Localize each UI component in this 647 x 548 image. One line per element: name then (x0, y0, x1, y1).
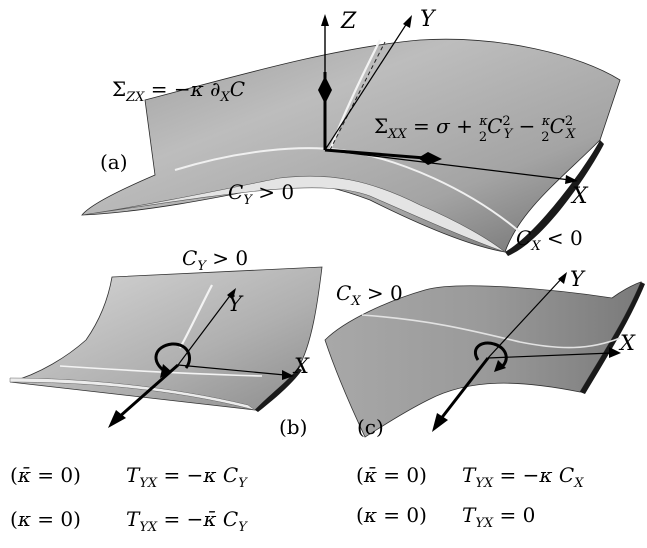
cylinder-surface-c (324, 281, 642, 438)
equation-b-kappa-zero: (κ = 0)TYX = −κ̄ CY (10, 507, 248, 535)
y-axis-arrow-a (403, 15, 412, 28)
z-axis-arrow-a (321, 14, 329, 26)
x-axis-arrow-b (282, 370, 294, 380)
curvature-label-b: CY > 0 (182, 246, 248, 274)
cylinder-surface-b (9, 266, 323, 411)
torque-arrow-b (108, 410, 126, 428)
x-axis-label-b: X (292, 354, 310, 378)
y-axis-arrow-c (558, 272, 567, 284)
torque-loop-arrow-b (160, 364, 172, 378)
panel-b: Y X (b) CY > 0 (9, 246, 323, 439)
torque-vector-c (438, 357, 490, 421)
x-axis-line-c (487, 352, 613, 359)
x-axis-arrow-a (565, 175, 578, 184)
y-axis-arrow-b (227, 288, 236, 300)
cylinder-underside-b (9, 377, 256, 411)
x-axis-label-c: X (618, 331, 636, 355)
curvature-x-label-a: CX < 0 (516, 226, 583, 254)
tangent-dashed-a (329, 41, 386, 151)
torque-loop-c (473, 341, 508, 370)
sigma-zx-equation: ΣZX = −κ ∂XC (112, 77, 245, 105)
panel-label-a: (a) (100, 150, 128, 174)
y-axis-label-b: Y (228, 292, 244, 316)
x-line-b (59, 365, 263, 377)
sigma-zx-diamond (318, 76, 332, 104)
x-axis-line-b (177, 364, 286, 376)
z-axis-label-a: Z (340, 9, 357, 34)
torque-loop-b (154, 342, 191, 374)
curvature-label-c: CX > 0 (336, 281, 403, 309)
panel-c: Y X (c) CX > 0 (324, 267, 645, 439)
sigma-xx-vector (324, 148, 426, 160)
saddle-surface-a (81, 38, 621, 253)
y-axis-line-a (324, 19, 410, 151)
x-axis-arrow-c (609, 347, 621, 358)
x-axis-line-a (324, 149, 571, 181)
equation-c-kbar-zero: (κ̄ = 0)TYX = −κ CX (356, 463, 584, 491)
panel-label-c: (c) (357, 415, 384, 439)
curvature-y-label-a: CY > 0 (228, 180, 294, 208)
y-axis-line-c (487, 276, 564, 359)
torque-arrow-c (432, 413, 448, 432)
y-line-b (179, 284, 213, 349)
y-line-a (328, 39, 381, 151)
cylinder-edge-c (580, 282, 645, 394)
equation-b-kbar-zero: (κ̄ = 0)TYX = −κ CY (10, 463, 248, 491)
equations: (κ̄ = 0)TYX = −κ CY (κ = 0)TYX = −κ̄ CY … (10, 463, 584, 535)
sigma-xx-diamond (418, 152, 442, 165)
saddle-edge-a (505, 140, 604, 256)
panel-label-b: (b) (279, 415, 307, 439)
y-axis-label-a: Y (420, 7, 437, 32)
saddle-underside-a (81, 175, 506, 253)
torque-loop-arrow-c (494, 360, 506, 372)
x-axis-label-a: X (570, 184, 589, 209)
equation-c-kappa-zero: (κ = 0)TYX = 0 (356, 503, 535, 531)
cylinder-edge-b (255, 368, 302, 412)
x-line-c (361, 314, 621, 349)
y-axis-label-c: Y (570, 267, 586, 291)
